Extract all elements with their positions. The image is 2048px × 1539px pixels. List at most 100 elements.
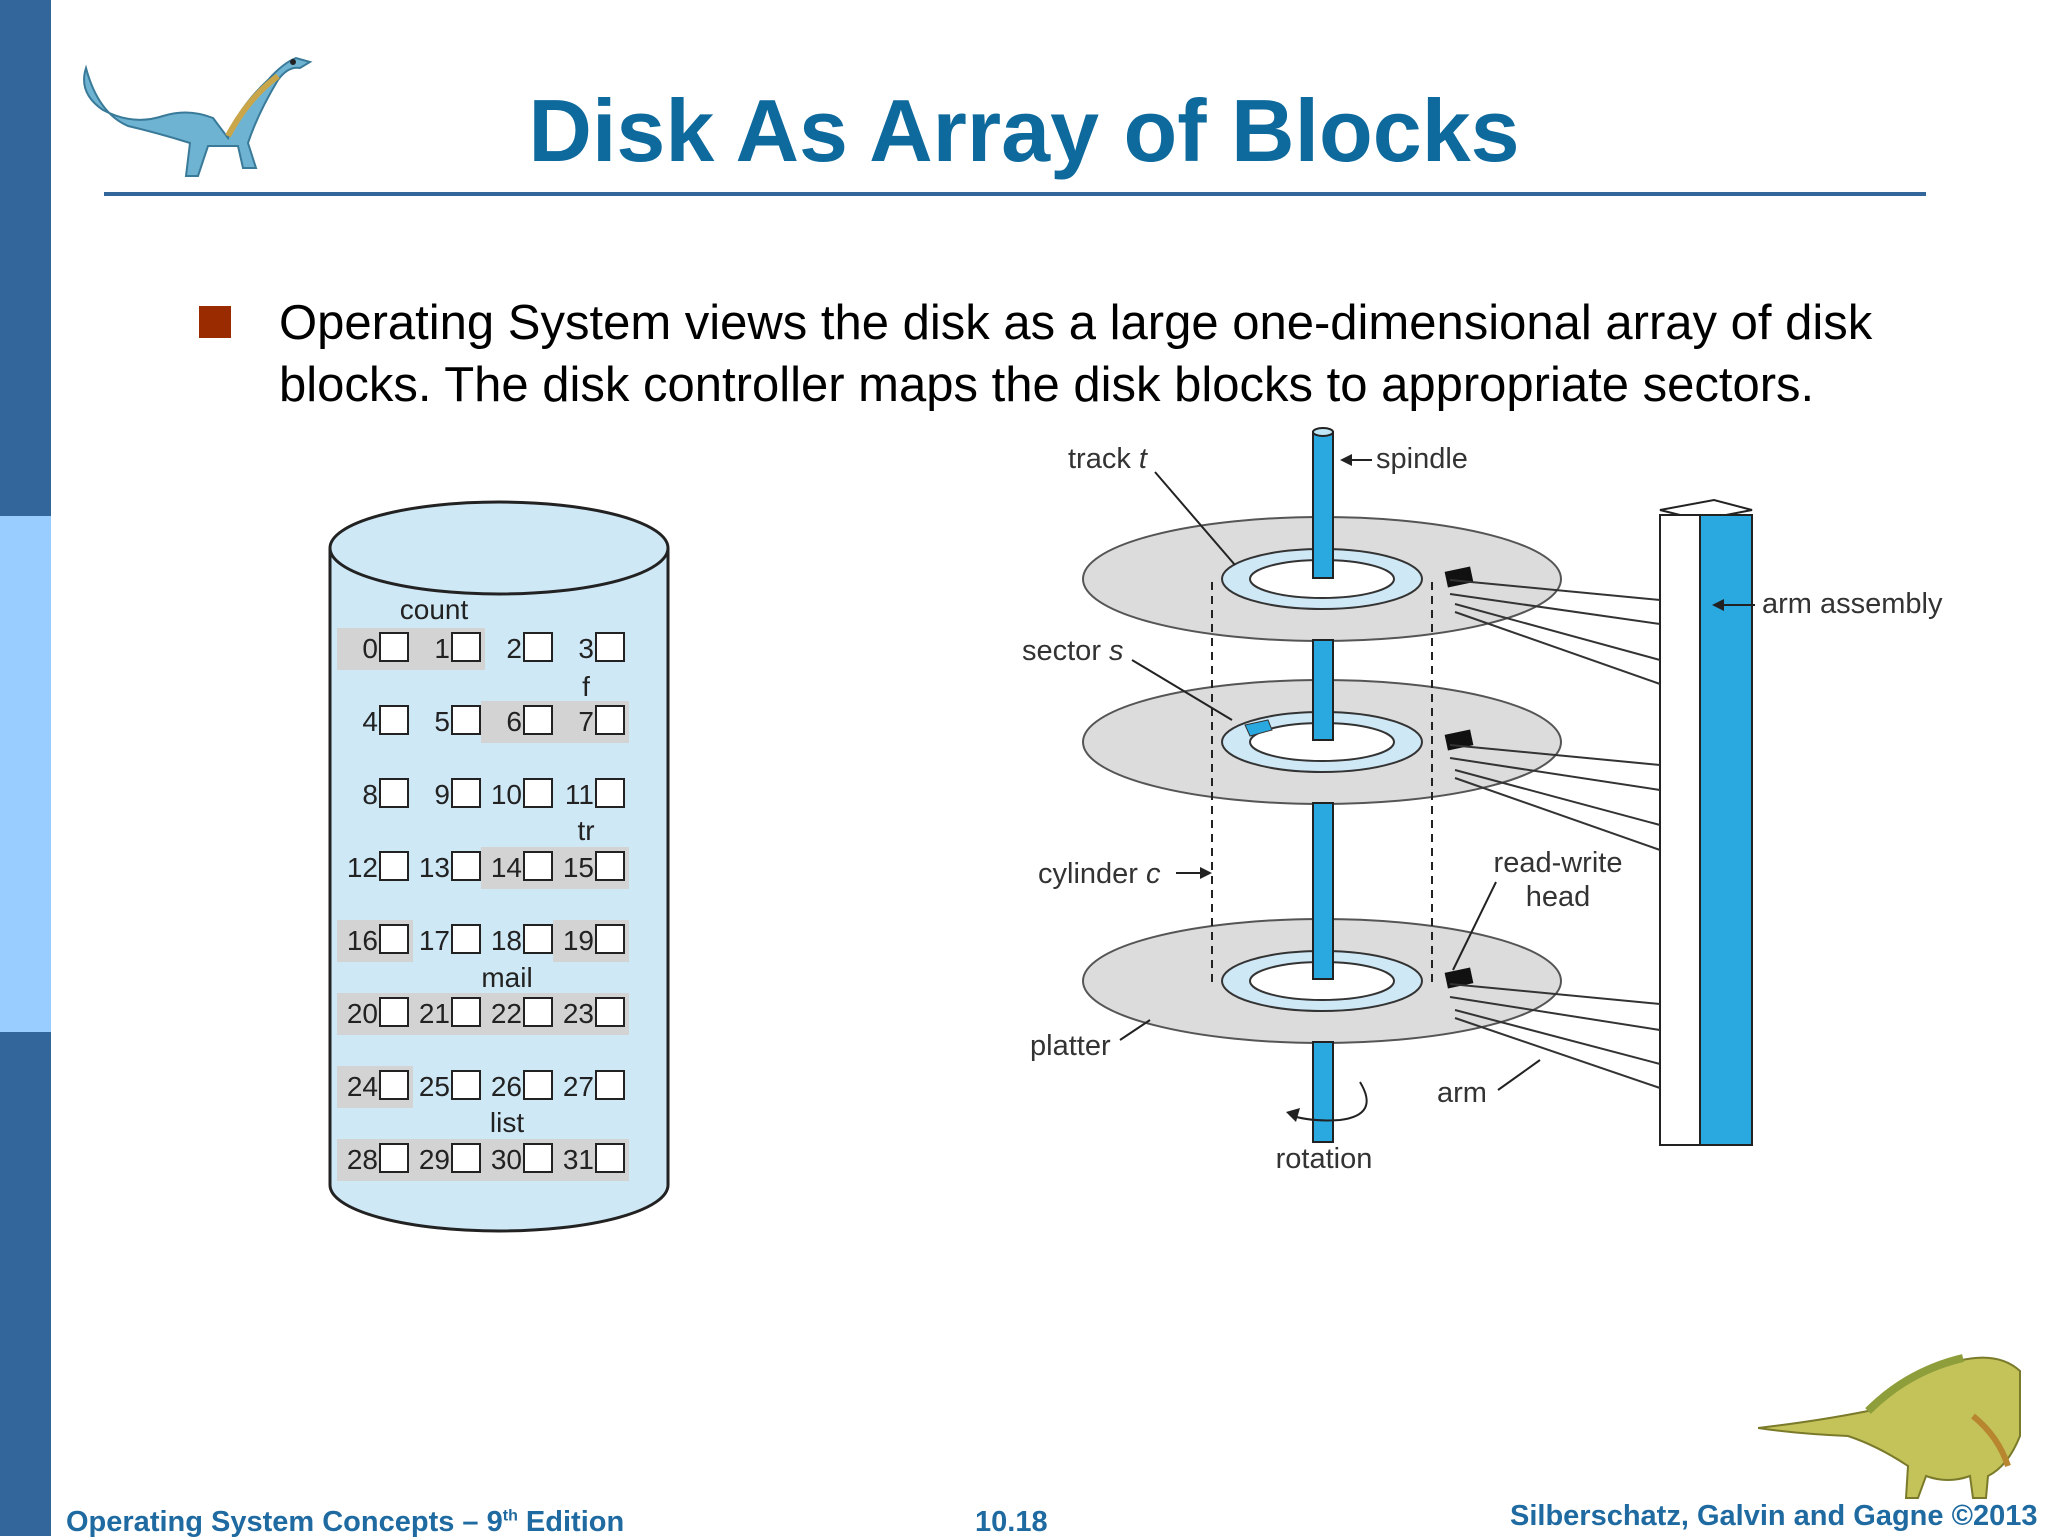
block-box: [379, 997, 409, 1027]
block-box: [451, 997, 481, 1027]
block-number: 18: [491, 925, 522, 956]
block-number: 10: [491, 779, 522, 810]
block-number: 24: [347, 1071, 378, 1102]
block-number: 20: [347, 998, 378, 1029]
block-box: [595, 1070, 625, 1100]
platter-middle: [1082, 679, 1661, 851]
label-cylinder: cylinder c: [1038, 858, 1161, 890]
block-box: [523, 778, 553, 808]
block-number: 30: [491, 1144, 522, 1175]
bullet-text: Operating System views the disk as a lar…: [279, 292, 1979, 416]
block-box: [595, 1143, 625, 1173]
block-box: [523, 924, 553, 954]
block-box: [451, 1070, 481, 1100]
block-number: 12: [347, 852, 378, 883]
footer-page-number: 10.18: [975, 1506, 1048, 1538]
block-number: 6: [506, 706, 522, 737]
label-platter: platter: [1030, 1030, 1111, 1062]
block-box: [379, 924, 409, 954]
footer-copyright: Silberschatz, Galvin and Gagne ©2013: [1510, 1500, 2038, 1532]
bullet-square-icon: [199, 306, 231, 338]
block-number: 15: [563, 852, 594, 883]
bullet-line-1: Operating System views the disk as a lar…: [279, 296, 1873, 350]
block-box: [595, 632, 625, 662]
block-box: [595, 924, 625, 954]
block-box: [523, 1143, 553, 1173]
disk-mechanism-figure: track t spindle arm assembly sector s cy…: [1022, 427, 1943, 1175]
block-number: 14: [491, 852, 522, 883]
dinosaur-logo-icon: [83, 56, 313, 177]
block-number: 25: [419, 1071, 450, 1102]
block-box: [379, 1143, 409, 1173]
block-number: 0: [362, 633, 378, 664]
block-number: 1: [434, 633, 450, 664]
label-rotation: rotation: [1276, 1143, 1373, 1175]
block-box: [379, 851, 409, 881]
block-number: 11: [565, 779, 594, 810]
block-box: [379, 705, 409, 735]
label-arm: arm: [1437, 1077, 1487, 1109]
block-number: 28: [347, 1144, 378, 1175]
block-box: [595, 997, 625, 1027]
block-number: 29: [419, 1144, 450, 1175]
dinosaur-footer-icon: [1758, 1354, 2021, 1499]
file-label-tr: tr: [577, 815, 594, 846]
block-box: [595, 778, 625, 808]
block-box: [451, 632, 481, 662]
block-number: 22: [491, 998, 522, 1029]
label-read-write: read-write: [1494, 847, 1623, 879]
block-box: [595, 851, 625, 881]
block-number: 2: [506, 633, 522, 664]
block-box: [379, 778, 409, 808]
bullet-line-2: blocks. The disk controller maps the dis…: [279, 358, 1815, 412]
block-number: 17: [419, 925, 450, 956]
block-box: [451, 851, 481, 881]
block-number: 7: [578, 706, 594, 737]
block-number: 4: [362, 706, 378, 737]
title-underline: [104, 192, 1926, 196]
block-number: 31: [563, 1144, 594, 1175]
file-label-count: count: [400, 594, 469, 625]
block-number: 9: [434, 779, 450, 810]
label-spindle: spindle: [1376, 443, 1468, 475]
arm-assembly: [1659, 498, 1753, 1146]
block-number: 8: [362, 779, 378, 810]
block-number: 5: [434, 706, 450, 737]
platter-bottom: [1082, 918, 1661, 1089]
platter-top: [1082, 516, 1661, 685]
label-sector: sector s: [1022, 635, 1124, 667]
file-label-mail: mail: [481, 962, 532, 993]
footer-book-title: Operating System Concepts – 9th Edition: [66, 1506, 625, 1538]
block-number: 23: [563, 998, 594, 1029]
block-box: [523, 851, 553, 881]
block-box: [523, 632, 553, 662]
block-number: 21: [419, 998, 450, 1029]
slide-title: Disk As Array of Blocks: [528, 81, 1520, 180]
block-box: [595, 705, 625, 735]
block-number: 16: [347, 925, 378, 956]
side-bar-highlight: [0, 516, 51, 1032]
block-box: [451, 705, 481, 735]
block-box: [451, 778, 481, 808]
side-bar: [0, 0, 51, 1536]
label-head: head: [1526, 881, 1591, 913]
block-number: 26: [491, 1071, 522, 1102]
file-label-list: list: [490, 1107, 524, 1138]
block-box: [379, 1070, 409, 1100]
block-number: 3: [578, 633, 594, 664]
block-number: 13: [419, 852, 450, 883]
label-arm-assembly: arm assembly: [1762, 588, 1943, 620]
block-number: 27: [563, 1071, 594, 1102]
block-box: [523, 1070, 553, 1100]
spindle: [1312, 427, 1334, 1143]
file-label-f: f: [582, 671, 590, 702]
block-box: [451, 924, 481, 954]
label-track: track t: [1068, 443, 1149, 475]
block-box: [379, 632, 409, 662]
block-box: [523, 997, 553, 1027]
block-number: 19: [563, 925, 594, 956]
block-box: [451, 1143, 481, 1173]
